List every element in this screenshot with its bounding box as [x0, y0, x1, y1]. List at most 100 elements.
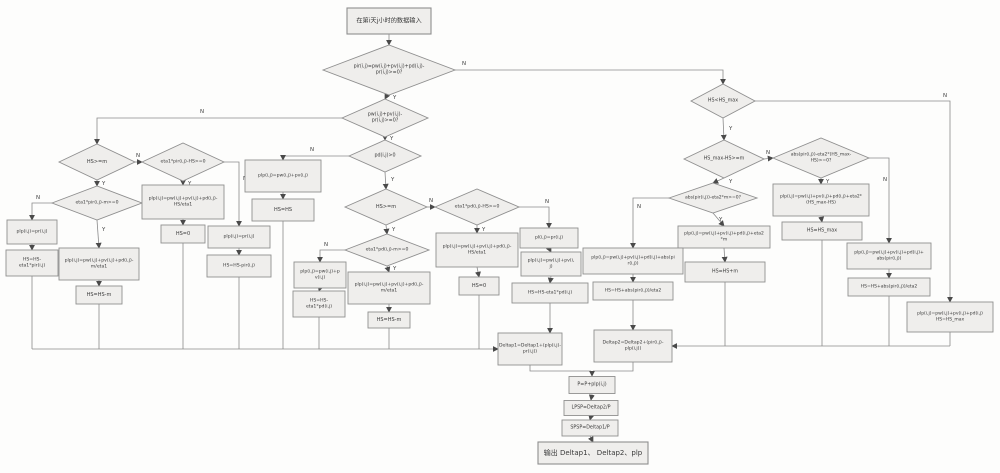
node-text: plp(i,j)=pw(i,j)+pv(i,j)+pd(i,j)- — [443, 243, 512, 249]
process-box — [520, 251, 582, 277]
edge-d13-yes — [712, 212, 725, 227]
node-text: eta1*pd(i,j)-m>=0 — [366, 247, 409, 253]
edge-d7-yes — [383, 224, 390, 235]
node-p-big-d: plp(i,j)=pw(i,j)+pv(i,j)+pd(i,j)-HS/eta1 — [435, 232, 519, 268]
edge-d8-yes — [384, 265, 391, 273]
process-box — [497, 332, 563, 366]
node-text: Deltap1=Deltap1+(plp(i,j)- — [499, 342, 561, 348]
node-text: HS>=m — [87, 159, 107, 165]
node-text: abs(pir(i,j)) — [877, 256, 902, 262]
node-p-hs-minus-m-a: HS=HS-m — [75, 285, 123, 305]
node-text: plp(i,j)=pw(i,j)+pv(i,j)+pd(i,j)- — [355, 281, 424, 287]
node-text: plp(i,j)=pw(i,j)+pv(i,j)+pd(i,j)+abs(pi — [591, 254, 674, 260]
node-d5: eta1*pir(i,j)-m>=0 — [50, 185, 144, 221]
edge-d10-yes — [720, 117, 727, 141]
edge-d11-no — [763, 155, 774, 162]
node-d11: HS_max-HS>=m — [682, 139, 766, 179]
process-box — [519, 227, 579, 249]
process-box — [772, 183, 870, 217]
node-p-eta2max: plp(i,j)=pw(i,j)+pv(i,j)+pd(i,j)+eta2*(H… — [772, 183, 870, 217]
edge-label-d8-yes: Y — [392, 266, 397, 272]
node-text: eta1*pd(i,j)-HS>=0 — [455, 204, 500, 210]
edge-label-d13-yes: Y — [718, 217, 723, 223]
decision-diamond — [321, 44, 457, 96]
node-d7: HS>=m — [343, 188, 429, 226]
node-text: HS/eta1 — [468, 250, 486, 256]
edge-d6-no — [280, 154, 349, 161]
node-p-plp-pr-b: plp(i,j)=pr(i,j) — [207, 225, 271, 249]
node-text: pw(i,j)+pv(i,j)- — [368, 111, 403, 117]
node-text: 输出 Deltap1、 Deltap2、plp — [544, 448, 643, 457]
edge-label-d7-yes: Y — [391, 227, 396, 233]
node-p-spsp: SPSP=Deltap1/P — [561, 419, 619, 437]
node-text: pl(i,j)=pr(i,j) — [535, 235, 563, 241]
node-text: plp(i,j)) — [625, 346, 642, 352]
node-d3: HS>=m — [57, 143, 137, 181]
process-box — [511, 282, 589, 304]
edge-label-d4-yes: Y — [187, 181, 192, 187]
decision-diamond — [433, 188, 521, 226]
node-d12: abs(pir(i,j))-eta2*(HS_max-HS)>=0? — [771, 137, 871, 179]
edge-label-d12-yes: Y — [825, 179, 830, 185]
node-text: HS=HS_max — [936, 317, 965, 323]
node-text: pd(i,j)>0 — [374, 153, 395, 159]
node-text: HS=HS+abs(pir(i,j))/eta2 — [861, 284, 918, 290]
node-text: LPSP=Deltap2/P — [572, 405, 611, 411]
node-p-hs-max-a: HS=HS_max — [781, 221, 863, 241]
node-d1: pir(i,j)=pw(i,j)+pv(i,j)+pd(i,j)-pr(i,j)… — [321, 44, 457, 96]
node-text: eta1*pir(i,j)-m>=0 — [75, 200, 118, 206]
node-p-plp-pwpv-b: plp(i,j)=pw(i,j)+pv(i,j) — [293, 261, 347, 289]
process-box — [593, 329, 673, 363]
node-start: 在第i天j小时的数据输入 — [346, 7, 432, 35]
decision-diamond — [690, 83, 756, 119]
edge-d5-yes — [95, 219, 102, 249]
node-text: plp(i,j)=pr(i,j) — [17, 229, 48, 235]
process-box — [58, 247, 140, 281]
node-p-full: plp(i,j)=pw(i,j)+pv(i,j)+pd(i,j)HS=HS_ma… — [906, 301, 994, 333]
node-text: HS=HS-pir(i,j) — [223, 263, 255, 269]
edge-label-d3-no: N — [136, 153, 140, 159]
terminal-box — [537, 441, 649, 465]
node-p-plp-pwpv-c: plp(i,j)=pw(i,j)+pv(i,j) — [520, 251, 582, 277]
process-box — [6, 219, 58, 245]
edge-d1-no — [455, 69, 726, 85]
node-text: eta1*pir(i,j)-HS>=0 — [161, 159, 206, 165]
node-text: plp(i,j)=pw(i,j)+pv(i,j)+pd(i,j)+eta2 — [684, 230, 764, 236]
decision-diamond — [347, 139, 423, 173]
node-text: (HS_max-HS) — [806, 200, 836, 206]
node-text: HS=0 — [176, 231, 190, 237]
edge-deltap2-out — [593, 362, 634, 372]
edge-p-to-lpsp — [588, 393, 595, 401]
process-box — [435, 232, 519, 268]
process-box — [347, 271, 431, 305]
node-p-lpsp: LPSP=Deltap2/P — [563, 400, 619, 416]
node-text: pr(i,j)>=0? — [372, 118, 399, 124]
node-p-hs-abs-a: HS=HS+abs(pir(i,j))/eta2 — [592, 281, 674, 301]
node-p-hs-minus-eta1pd-a: HS=HS-eta1*pd(i,j) — [292, 290, 346, 318]
node-text: HS=HS- — [310, 297, 329, 303]
edge-deltap1-out — [529, 365, 591, 372]
node-text: HS<HS_max — [708, 98, 738, 104]
node-text: HS>=m — [376, 204, 396, 210]
node-text: HS=HS-eta1*pd(i,j) — [528, 290, 573, 296]
edge-label-d2-no: N — [200, 109, 204, 115]
node-text: plp(i,j)=pw(i,j)+p — [300, 268, 340, 274]
process-box — [568, 376, 616, 394]
decision-diamond — [140, 142, 226, 182]
node-text: HS=HS+abs(pir(i,j))/eta2 — [605, 288, 662, 294]
process-box — [5, 249, 59, 277]
node-text: plp(i,j)=pr(i,j) — [224, 234, 255, 240]
process-box — [582, 247, 684, 275]
edge-d2-no — [94, 117, 342, 145]
edge-label-d8-no: N — [324, 242, 328, 248]
process-box — [592, 281, 674, 301]
decision-diamond — [343, 233, 431, 267]
node-text: plp(i,j)=pw(i,j)+pv(i,j)+pd(i,j)+eta2* — [780, 193, 863, 199]
node-d8: eta1*pd(i,j)-m>=0 — [343, 233, 431, 267]
terminal-box — [346, 7, 432, 35]
edge-eta2m-to-hsplusm — [721, 247, 728, 263]
node-text: plp(i,j)=pw(i,j)+pv(i, — [528, 257, 575, 263]
node-p-hs-minus-eta1pir: HS=HS-eta1*pir(i,j) — [5, 249, 59, 277]
